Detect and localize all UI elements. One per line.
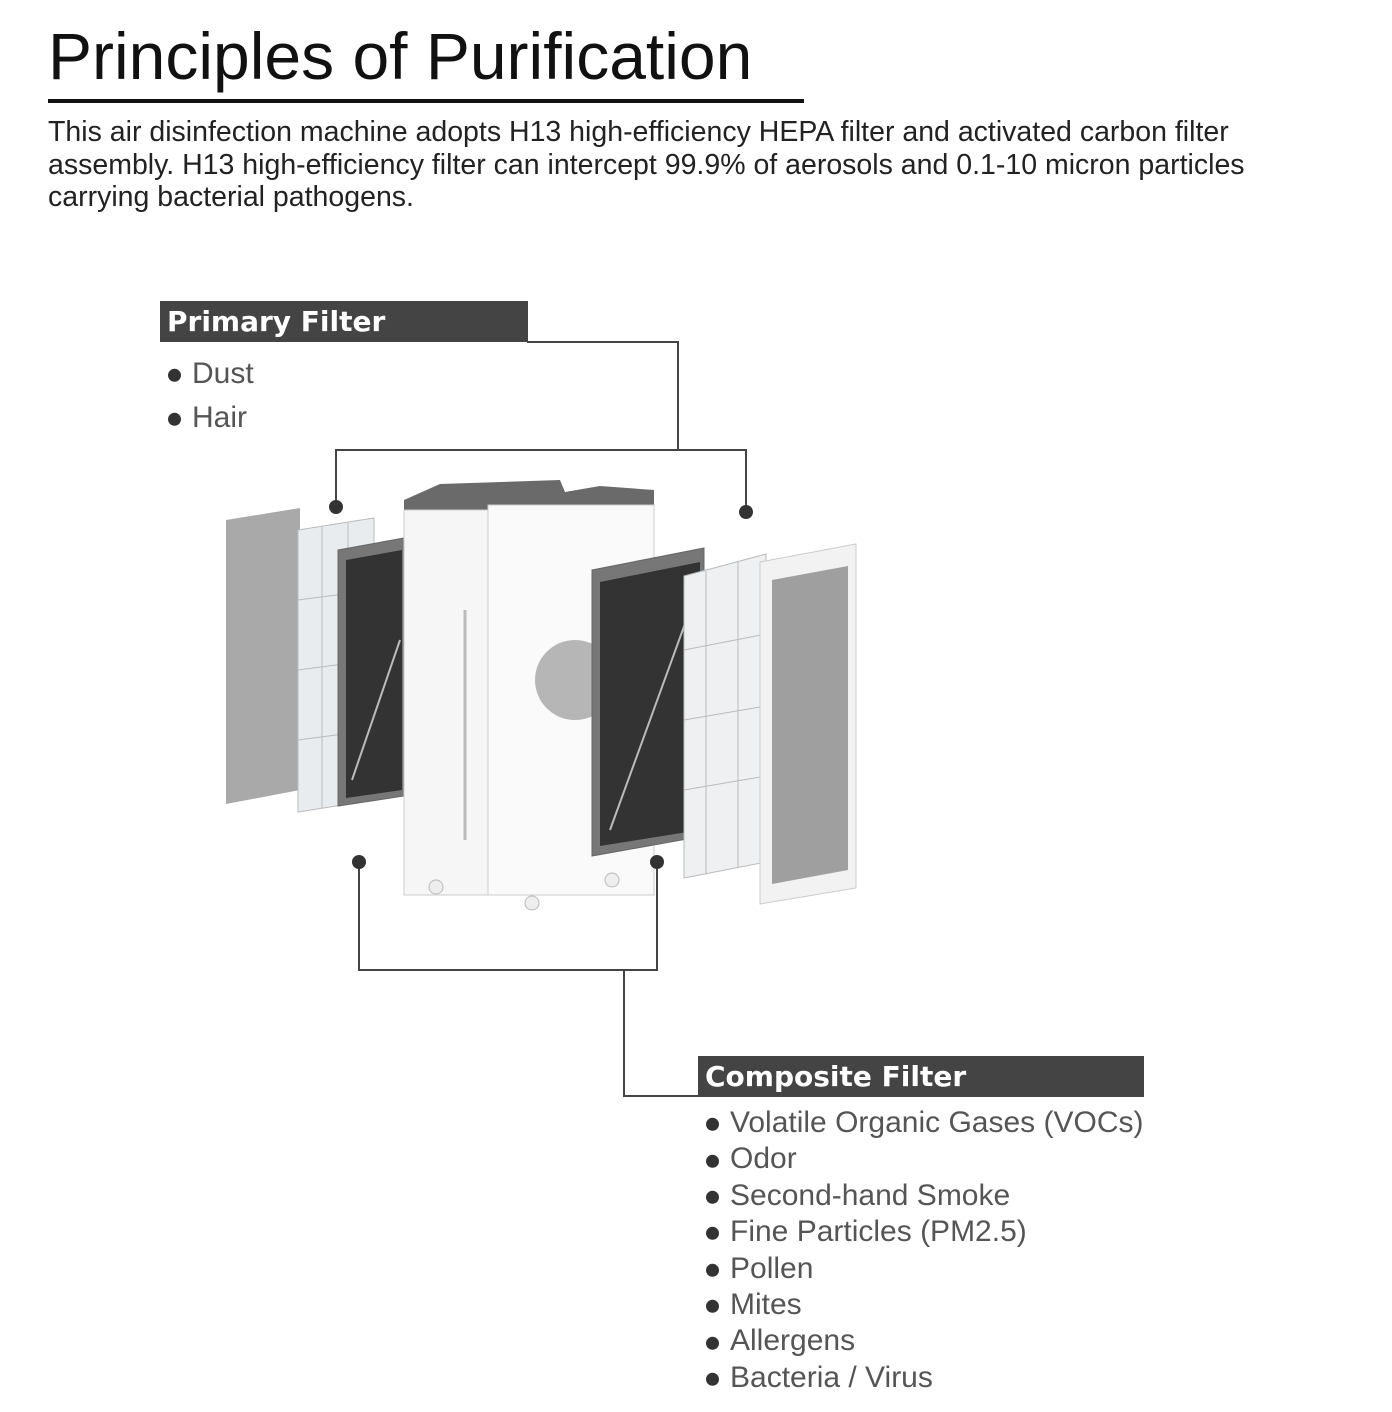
list-item: Hair [166, 396, 254, 440]
primary-filter-label: Primary Filter [160, 301, 528, 342]
list-item: Dust [166, 352, 254, 396]
composite-filter-label: Composite Filter [698, 1056, 1144, 1097]
composite-filter-connector [358, 862, 700, 1097]
primary-filter-connector [335, 341, 747, 512]
intro-paragraph: This air disinfection machine adopts H13… [48, 116, 1245, 213]
right-prefilter-mesh [759, 543, 857, 905]
primary-filter-list: Dust Hair [166, 352, 254, 440]
left-prefilter-mesh [226, 508, 300, 804]
callout-dot [650, 855, 664, 869]
callout-dot [329, 500, 343, 514]
right-hepa-filter [591, 547, 705, 857]
callout-dot [352, 855, 366, 869]
title-underline [48, 99, 804, 103]
composite-filter-list: Volatile Organic Gases (VOCs) Odor Secon… [704, 1105, 1143, 1396]
list-item: Bacteria / Virus [704, 1360, 1143, 1396]
list-item: Volatile Organic Gases (VOCs) [704, 1105, 1143, 1141]
list-item: Pollen [704, 1251, 1143, 1287]
list-item: Mites [704, 1287, 1143, 1323]
list-item: Odor [704, 1141, 1143, 1177]
list-item: Second-hand Smoke [704, 1178, 1143, 1214]
list-item: Fine Particles (PM2.5) [704, 1214, 1143, 1250]
left-hepa-filter [337, 537, 405, 807]
callout-dot [739, 505, 753, 519]
list-item: Allergens [704, 1323, 1143, 1359]
page-title: Principles of Purification [48, 19, 753, 93]
right-frame-grid [683, 553, 767, 879]
